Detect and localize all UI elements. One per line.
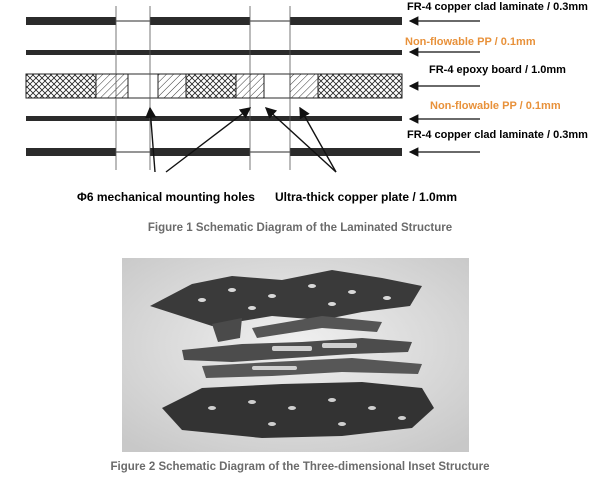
layer-laminate-top — [26, 17, 402, 25]
layer-arrows — [408, 16, 480, 157]
callout-copper-plate: Ultra-thick copper plate / 1.0mm — [275, 190, 458, 204]
layer-label-3: FR-4 epoxy board / 1.0mm — [429, 64, 566, 76]
layer-pp-top — [26, 50, 402, 55]
layer-pp-bottom — [26, 116, 402, 121]
callout-holes: Φ6 mechanical mounting holes — [77, 190, 255, 204]
layer-laminate-bottom — [26, 148, 402, 156]
layer-label-4: Non-flowable PP / 0.1mm — [430, 100, 561, 112]
layer-label-1: FR-4 copper clad laminate / 0.3mm — [407, 1, 588, 13]
layer-epoxy — [25, 73, 403, 99]
laminated-structure-diagram — [25, 6, 480, 173]
figure2-caption: Figure 2 Schematic Diagram of the Three-… — [110, 461, 490, 473]
hole-guide-lines — [115, 6, 291, 170]
inset-structure-image — [122, 258, 469, 452]
callout-arrows — [145, 106, 337, 173]
layer-label-5: FR-4 copper clad laminate / 0.3mm — [407, 129, 588, 141]
figure1-caption: Figure 1 Schematic Diagram of the Lamina… — [147, 222, 453, 234]
layer-label-2: Non-flowable PP / 0.1mm — [405, 36, 536, 48]
